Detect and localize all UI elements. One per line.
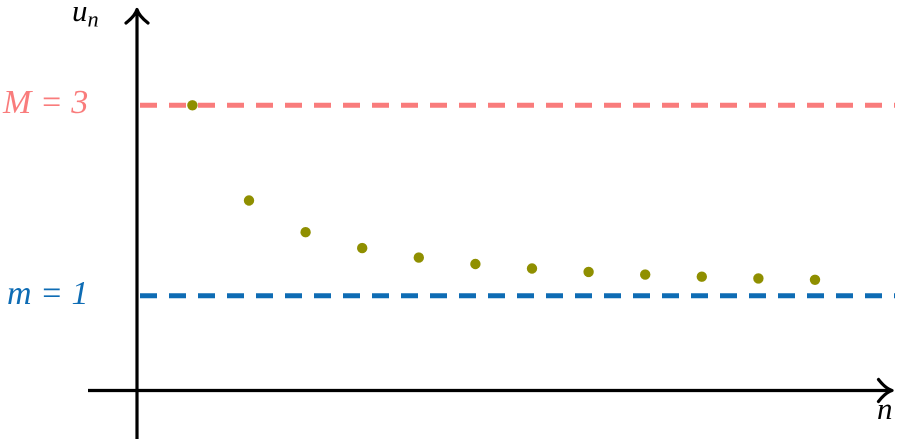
y-axis-label-base: u	[72, 0, 88, 28]
sequence-point	[243, 195, 255, 206]
axes-group	[88, 7, 894, 439]
y-axis-label-subscript: n	[87, 6, 99, 32]
sequence-point	[357, 242, 368, 254]
sequence-point	[300, 227, 311, 238]
sequence-point	[809, 274, 821, 285]
sequence-point	[470, 258, 481, 270]
lower-bound-label: m = 1	[7, 275, 89, 312]
sequence-point	[753, 273, 764, 284]
y-axis-arrowhead	[124, 7, 150, 25]
x-axis-label: n	[877, 391, 893, 426]
sequence-point	[583, 266, 594, 278]
sequence-points-group	[187, 100, 821, 285]
x-axis-arrowhead	[876, 377, 894, 404]
y-axis-label: un	[72, 0, 99, 32]
sequence-point	[187, 100, 198, 111]
sequence-point	[640, 269, 651, 280]
sequence-point	[413, 252, 424, 263]
bound-lines-group	[140, 102, 895, 299]
upper-bound-label: M = 3	[3, 84, 89, 121]
sequence-point	[696, 271, 707, 282]
sequence-point	[526, 263, 538, 274]
